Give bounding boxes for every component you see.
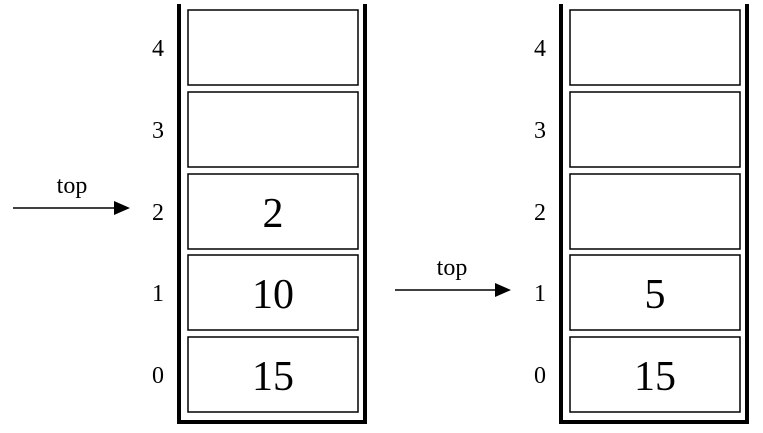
stack-right-top-arrow-icon xyxy=(495,283,511,297)
stack-left-cell-1 xyxy=(187,254,359,331)
stack-right-index-3: 3 xyxy=(534,118,546,144)
stack-right-cell-1 xyxy=(569,254,741,331)
stack-right-index-4: 4 xyxy=(534,36,546,62)
stack-right-value-0: 15 xyxy=(634,354,676,400)
stack-left-index-3: 3 xyxy=(152,118,164,144)
stack-right-wall-bottom xyxy=(559,420,749,424)
stack-left-cell-3 xyxy=(187,91,359,168)
stack-right-value-1: 5 xyxy=(645,272,666,318)
stack-right-index-0: 0 xyxy=(534,363,546,389)
stack-right-wall-right xyxy=(745,4,749,424)
stack-right-top-label: top xyxy=(437,255,468,281)
stack-left-index-1: 1 xyxy=(152,281,164,307)
stack-left: 2 10 15 4 3 2 1 0 top xyxy=(13,4,367,424)
stack-left-wall-left xyxy=(177,4,181,424)
stack-right-cell-4 xyxy=(569,9,741,86)
stack-left-index-0: 0 xyxy=(152,363,164,389)
stack-left-index-2: 2 xyxy=(152,200,164,226)
stack-right: 5 15 4 3 2 1 0 top xyxy=(395,4,749,424)
stack-left-cell-0 xyxy=(187,336,359,413)
stack-left-value-2: 2 xyxy=(263,191,284,237)
stack-left-index-4: 4 xyxy=(152,36,164,62)
stack-left-value-0: 15 xyxy=(252,354,294,400)
stack-left-top-label: top xyxy=(57,173,88,199)
stack-right-index-2: 2 xyxy=(534,200,546,226)
stack-left-wall-right xyxy=(363,4,367,424)
stack-right-cell-0 xyxy=(569,336,741,413)
stack-left-cell-2 xyxy=(187,173,359,250)
stack-right-cell-3 xyxy=(569,91,741,168)
stack-left-top-arrow-icon xyxy=(114,201,130,215)
stack-left-wall-bottom xyxy=(177,420,367,424)
stack-left-value-1: 10 xyxy=(252,272,294,318)
stack-left-cell-4 xyxy=(187,9,359,86)
stack-right-index-1: 1 xyxy=(534,281,546,307)
stack-right-cell-2 xyxy=(569,173,741,250)
stack-right-wall-left xyxy=(559,4,563,424)
